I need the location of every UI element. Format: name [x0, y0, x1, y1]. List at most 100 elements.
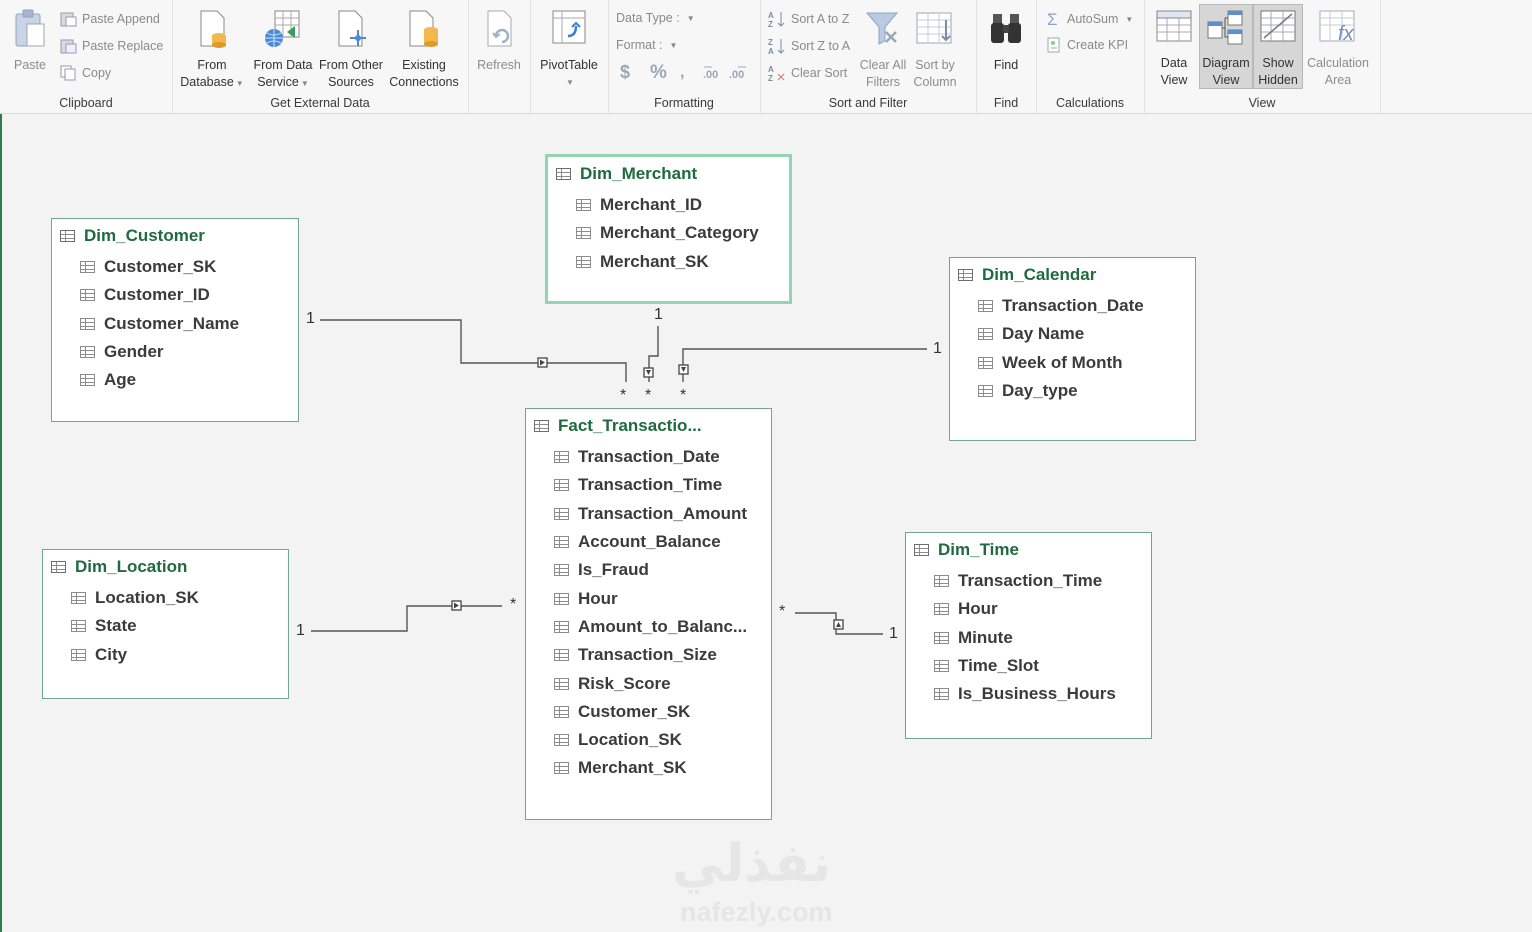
paste-button[interactable]: Paste [8, 8, 52, 74]
watermark-logo: نفذلي [672, 835, 832, 893]
clear-sort-icon: AZ [768, 65, 785, 82]
sigma-icon: Σ [1047, 10, 1058, 28]
formatting-group-label: Formatting [654, 96, 714, 110]
create-kpi-button[interactable]: Create KPI [1046, 36, 1128, 54]
column-item[interactable]: Transaction_Amount [526, 500, 771, 528]
table-dim-customer[interactable]: Dim_Customer Customer_SK Customer_ID Cus… [51, 218, 299, 422]
column-item[interactable]: Merchant_Category [548, 219, 789, 247]
column-item[interactable]: Customer_SK [52, 253, 298, 281]
cardinality-one-customer: 1 [306, 310, 315, 327]
data-view-button[interactable]: Data View [1150, 6, 1198, 89]
column-item[interactable]: Location_SK [526, 726, 771, 754]
table-title[interactable]: Dim_Merchant [548, 157, 789, 191]
table-fact-transactions[interactable]: Fact_Transactio... Transaction_Date Tran… [525, 408, 772, 820]
copy-button[interactable]: Copy [60, 65, 111, 81]
column-item[interactable]: Hour [526, 584, 771, 612]
format-dropdown[interactable]: Format :▼ [616, 38, 678, 52]
sort-za-icon: ZA [768, 38, 785, 55]
table-title[interactable]: Dim_Time [906, 533, 1151, 567]
sort-filter-group-label: Sort and Filter [828, 96, 908, 110]
column-item[interactable]: Age [52, 366, 298, 394]
find-button[interactable]: Find [980, 8, 1032, 74]
paste-replace-button[interactable]: Paste Replace [60, 38, 163, 54]
table-dim-location[interactable]: Dim_Location Location_SK State City [42, 549, 289, 699]
table-icon [556, 168, 571, 180]
table-title[interactable]: Dim_Calendar [950, 258, 1195, 292]
show-hidden-icon [1260, 10, 1296, 42]
diagram-view-button[interactable]: Diagram View [1199, 4, 1253, 89]
show-hidden-button[interactable]: Show Hidden [1253, 4, 1303, 89]
ribbon: Paste Paste Append Paste Replace Copy Cl… [0, 0, 1532, 114]
sort-by-column-button[interactable]: Sort by Column [910, 8, 960, 91]
pivottable-button[interactable]: PivotTable ▼ [534, 8, 604, 91]
column-item[interactable]: Transaction_Time [526, 471, 771, 499]
column-item[interactable]: Customer_ID [52, 281, 298, 309]
from-other-sources-button[interactable]: From Other Sources [316, 8, 386, 91]
column-item[interactable]: Is_Fraud [526, 556, 771, 584]
column-item[interactable]: Day Name [950, 320, 1195, 348]
column-icon [80, 374, 95, 387]
column-item[interactable]: Account_Balance [526, 528, 771, 556]
column-icon [554, 649, 569, 662]
column-icon [71, 620, 86, 633]
data-service-icon [265, 10, 300, 47]
table-title[interactable]: Dim_Customer [52, 219, 298, 253]
table-title[interactable]: Fact_Transactio... [526, 409, 771, 443]
paste-append-button[interactable]: Paste Append [60, 11, 160, 27]
column-icon [978, 300, 993, 313]
column-item[interactable]: Merchant_SK [548, 248, 789, 276]
from-database-button[interactable]: From Database▼ [176, 8, 248, 92]
column-item[interactable]: Transaction_Size [526, 641, 771, 669]
column-item[interactable]: Minute [906, 624, 1151, 652]
clear-all-filters-button[interactable]: Clear All Filters [856, 8, 910, 91]
comma-button[interactable]: , [680, 64, 684, 82]
column-item[interactable]: City [43, 641, 288, 669]
autosum-button[interactable]: Σ AutoSum▼ [1047, 10, 1134, 28]
refresh-button[interactable]: Refresh [472, 8, 526, 74]
data-type-dropdown[interactable]: Data Type :▼ [616, 11, 695, 25]
column-item[interactable]: Amount_to_Balanc... [526, 613, 771, 641]
connections-icon [409, 10, 438, 47]
kpi-icon [1047, 37, 1060, 53]
decrease-decimal-button[interactable]: .00 [728, 64, 750, 82]
database-icon [200, 10, 226, 48]
table-dim-merchant[interactable]: Dim_Merchant Merchant_ID Merchant_Catego… [545, 154, 792, 304]
column-item[interactable]: Merchant_SK [526, 754, 771, 782]
column-item[interactable]: Is_Business_Hours [906, 680, 1151, 708]
refresh-group: Refresh [468, 0, 531, 113]
column-item[interactable]: State [43, 612, 288, 640]
cardinality-one-time: 1 [889, 625, 898, 642]
column-item[interactable]: Time_Slot [906, 652, 1151, 680]
table-dim-calendar[interactable]: Dim_Calendar Transaction_Date Day Name W… [949, 257, 1196, 441]
svg-text:Z: Z [768, 20, 773, 28]
from-data-service-button[interactable]: From Data Service▼ [248, 8, 318, 92]
svg-text:.00: .00 [703, 69, 718, 81]
find-group: Find Find [976, 0, 1037, 113]
column-item[interactable]: Customer_Name [52, 310, 298, 338]
increase-decimal-button[interactable]: .00 [702, 64, 724, 82]
column-icon [80, 261, 95, 274]
column-item[interactable]: Week of Month [950, 349, 1195, 377]
table-title[interactable]: Dim_Location [43, 550, 288, 584]
currency-button[interactable]: $ [620, 62, 630, 83]
column-item[interactable]: Merchant_ID [548, 191, 789, 219]
column-item[interactable]: Transaction_Date [526, 443, 771, 471]
column-item[interactable]: Location_SK [43, 584, 288, 612]
column-item[interactable]: Day_type [950, 377, 1195, 405]
existing-connections-button[interactable]: Existing Connections [386, 8, 462, 91]
direction-arrow-time [836, 622, 841, 627]
column-item[interactable]: Customer_SK [526, 698, 771, 726]
column-item[interactable]: Gender [52, 338, 298, 366]
percent-button[interactable]: % [650, 62, 667, 84]
calculation-area-button[interactable]: fx Calculation Area [1304, 6, 1372, 89]
column-item[interactable]: Transaction_Date [950, 292, 1195, 320]
column-item[interactable]: Risk_Score [526, 669, 771, 697]
pivot-group: PivotTable ▼ [530, 0, 609, 113]
diagram-canvas[interactable]: 1 1 1 1 1 * * * * * Dim_Merchant Merchan… [0, 114, 1532, 932]
column-item[interactable]: Transaction_Time [906, 567, 1151, 595]
table-dim-time[interactable]: Dim_Time Transaction_Time Hour Minute Ti… [905, 532, 1152, 739]
column-item[interactable]: Hour [906, 595, 1151, 623]
